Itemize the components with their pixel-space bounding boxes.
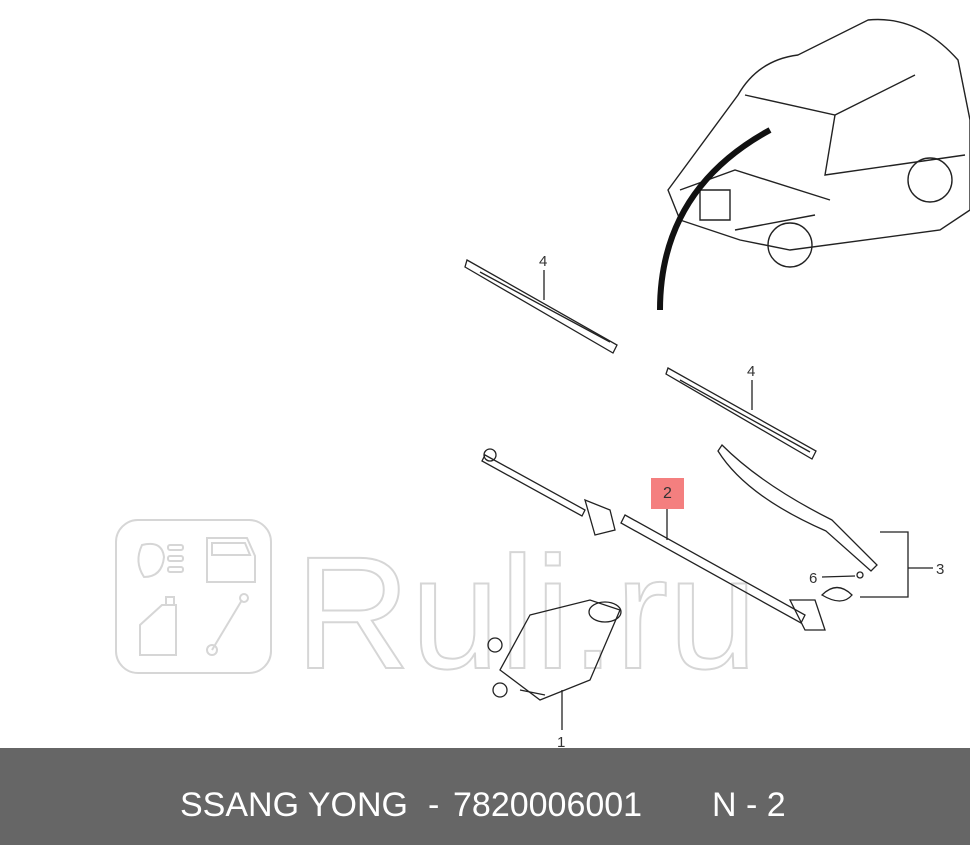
wiper-blade-left — [464, 259, 618, 354]
wiper-motor — [487, 599, 622, 730]
callout-3[interactable]: 3 — [936, 561, 944, 578]
watermark: Ruli.ru — [115, 519, 758, 703]
wiper-arm — [717, 443, 933, 602]
part-number: 7820006001 — [453, 786, 643, 824]
callout-6[interactable]: 6 — [809, 570, 817, 587]
footer-bar: SSANG YONG - 7820006001 N - 2 — [0, 748, 970, 845]
pointer-curve — [657, 127, 772, 311]
callout-4-right[interactable]: 4 — [747, 363, 755, 380]
brand-label: SSANG YONG — [180, 786, 408, 824]
door-icon — [206, 537, 256, 583]
watermark-icon-box — [115, 519, 272, 674]
wiper-linkage — [481, 448, 826, 631]
shock-absorber-icon — [206, 593, 249, 656]
callout-2-highlighted[interactable]: 2 — [651, 478, 684, 509]
vehicle-illustration — [667, 18, 970, 268]
callout-4-left[interactable]: 4 — [539, 253, 547, 270]
watermark-text: Ruli.ru — [295, 523, 757, 702]
oil-bottle-icon — [139, 596, 177, 656]
separator: - — [428, 786, 440, 824]
wiper-blade-right — [665, 367, 817, 460]
headlight-icon — [137, 542, 184, 579]
position-label: N - 2 — [712, 786, 786, 824]
parts-diagram: Ruli.ru 4 — [115, 18, 970, 748]
callout-1[interactable]: 1 — [557, 734, 565, 748]
